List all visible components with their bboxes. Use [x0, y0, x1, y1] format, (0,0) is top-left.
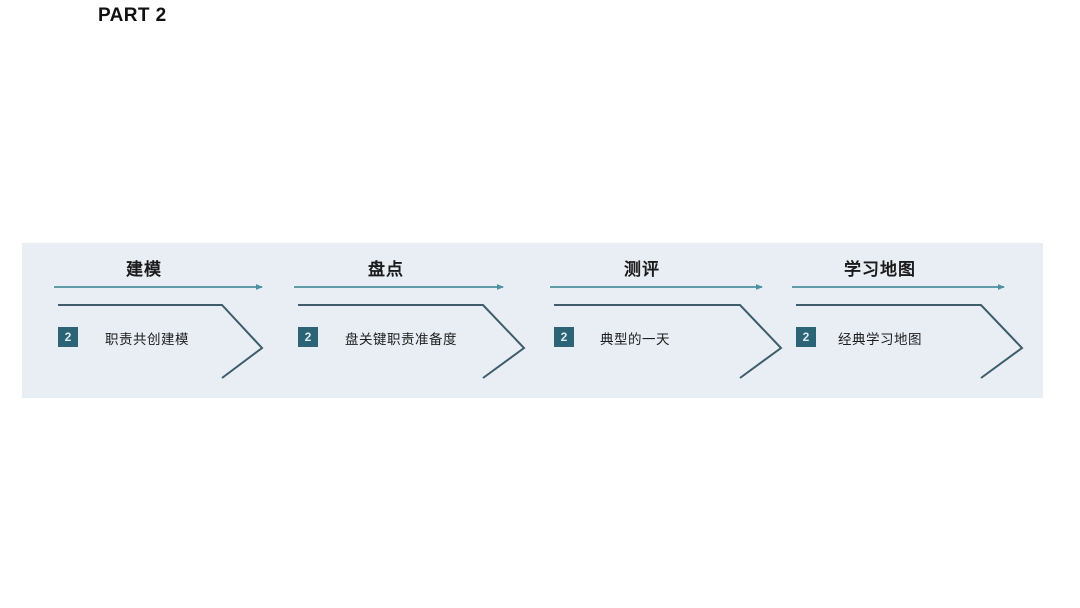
stage-label-2: 盘关键职责准备度: [345, 332, 457, 347]
stage-badge-4: 2: [796, 327, 816, 347]
stage-heading-2: 盘点: [368, 260, 404, 279]
stage-label-1: 职责共创建模: [105, 332, 189, 347]
stage-label-4: 经典学习地图: [838, 332, 922, 347]
page-title: PART 2: [98, 5, 167, 26]
stage-heading-3: 测评: [624, 260, 660, 279]
stage-badge-1: 2: [58, 327, 78, 347]
stage-heading-1: 建模: [126, 260, 162, 279]
stage-badge-3: 2: [554, 327, 574, 347]
stage-heading-4: 学习地图: [844, 260, 916, 279]
stage-badge-2: 2: [298, 327, 318, 347]
stage-label-3: 典型的一天: [600, 332, 670, 347]
